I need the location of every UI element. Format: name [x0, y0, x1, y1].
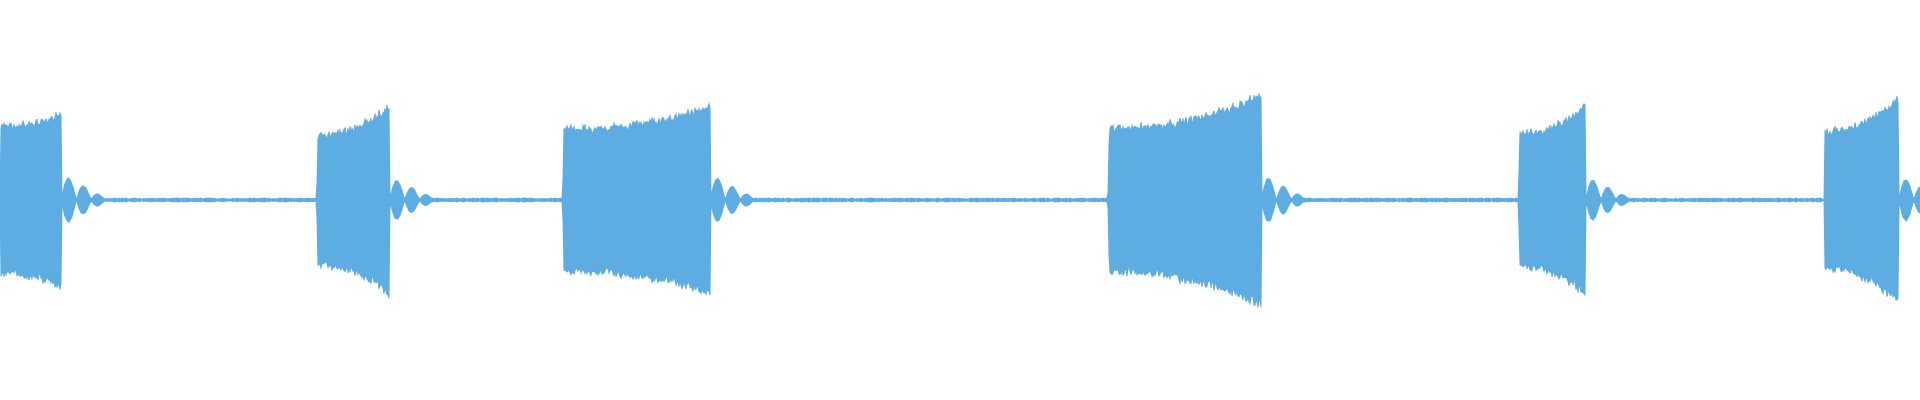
audio-waveform: [0, 93, 1920, 308]
waveform-svg: [0, 93, 1920, 308]
